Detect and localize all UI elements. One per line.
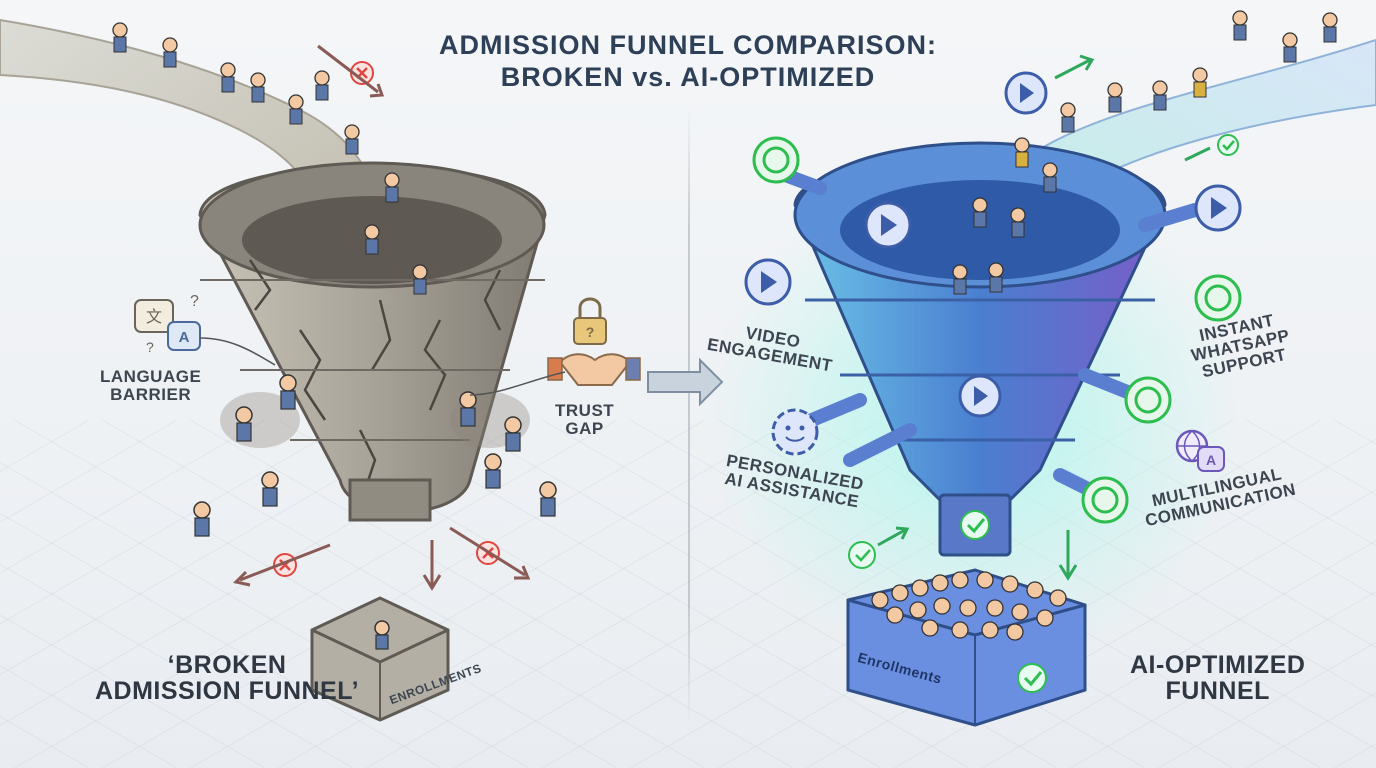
center-divider [688, 105, 690, 725]
check-icon [1184, 134, 1239, 162]
broken-funnel-label: ‘BROKEN ADMISSION FUNNEL’ [95, 651, 360, 706]
svg-text:?: ? [586, 324, 595, 340]
svg-text:?: ? [190, 293, 199, 310]
broken-funnel [0, 18, 547, 722]
svg-text:A: A [179, 329, 190, 346]
play-icon [1194, 184, 1242, 232]
falling-students-left [193, 374, 557, 537]
x-icon [449, 526, 531, 580]
arrow-icon [422, 540, 442, 591]
svg-text:文: 文 [146, 307, 162, 326]
incoming-students-left [112, 22, 428, 295]
check-icon [848, 526, 910, 569]
optimized-funnel-label: AI-OPTIMIZED FUNNEL [1130, 651, 1306, 706]
play-icon [744, 258, 792, 306]
x-icon [317, 44, 385, 98]
handshake-icon [547, 353, 641, 386]
play-icon [864, 201, 912, 249]
trust-gap-label: TRUST GAP [555, 401, 615, 438]
broken-funnel-spout [348, 478, 432, 522]
arrow-icon [1054, 54, 1095, 80]
play-icon [1004, 71, 1048, 115]
page-subtitle: BROKEN vs. AI-OPTIMIZED [500, 62, 876, 92]
x-icon [232, 543, 331, 587]
translate-icon: 文 A ? ? [134, 293, 201, 355]
whatsapp-icon [1194, 274, 1242, 322]
gear-smile-icon [771, 408, 819, 456]
whatsapp-icon [1124, 376, 1172, 424]
svg-text:?: ? [146, 339, 154, 355]
svg-text:A: A [1206, 452, 1216, 468]
whatsapp-icon [1081, 476, 1129, 524]
whatsapp-icon [752, 136, 800, 184]
enrolled-students [871, 571, 1067, 641]
language-barrier-label: LANGUAGE BARRIER [100, 367, 202, 404]
page-title: ADMISSION FUNNEL COMPARISON: [438, 30, 937, 60]
arrow-icon [1058, 530, 1078, 581]
lock-icon: ? [573, 297, 607, 345]
play-icon [958, 374, 1002, 418]
broken-enrollments-bucket [310, 596, 450, 722]
incoming-students-right [952, 10, 1338, 295]
globe-chat-icon: A [1175, 429, 1225, 472]
